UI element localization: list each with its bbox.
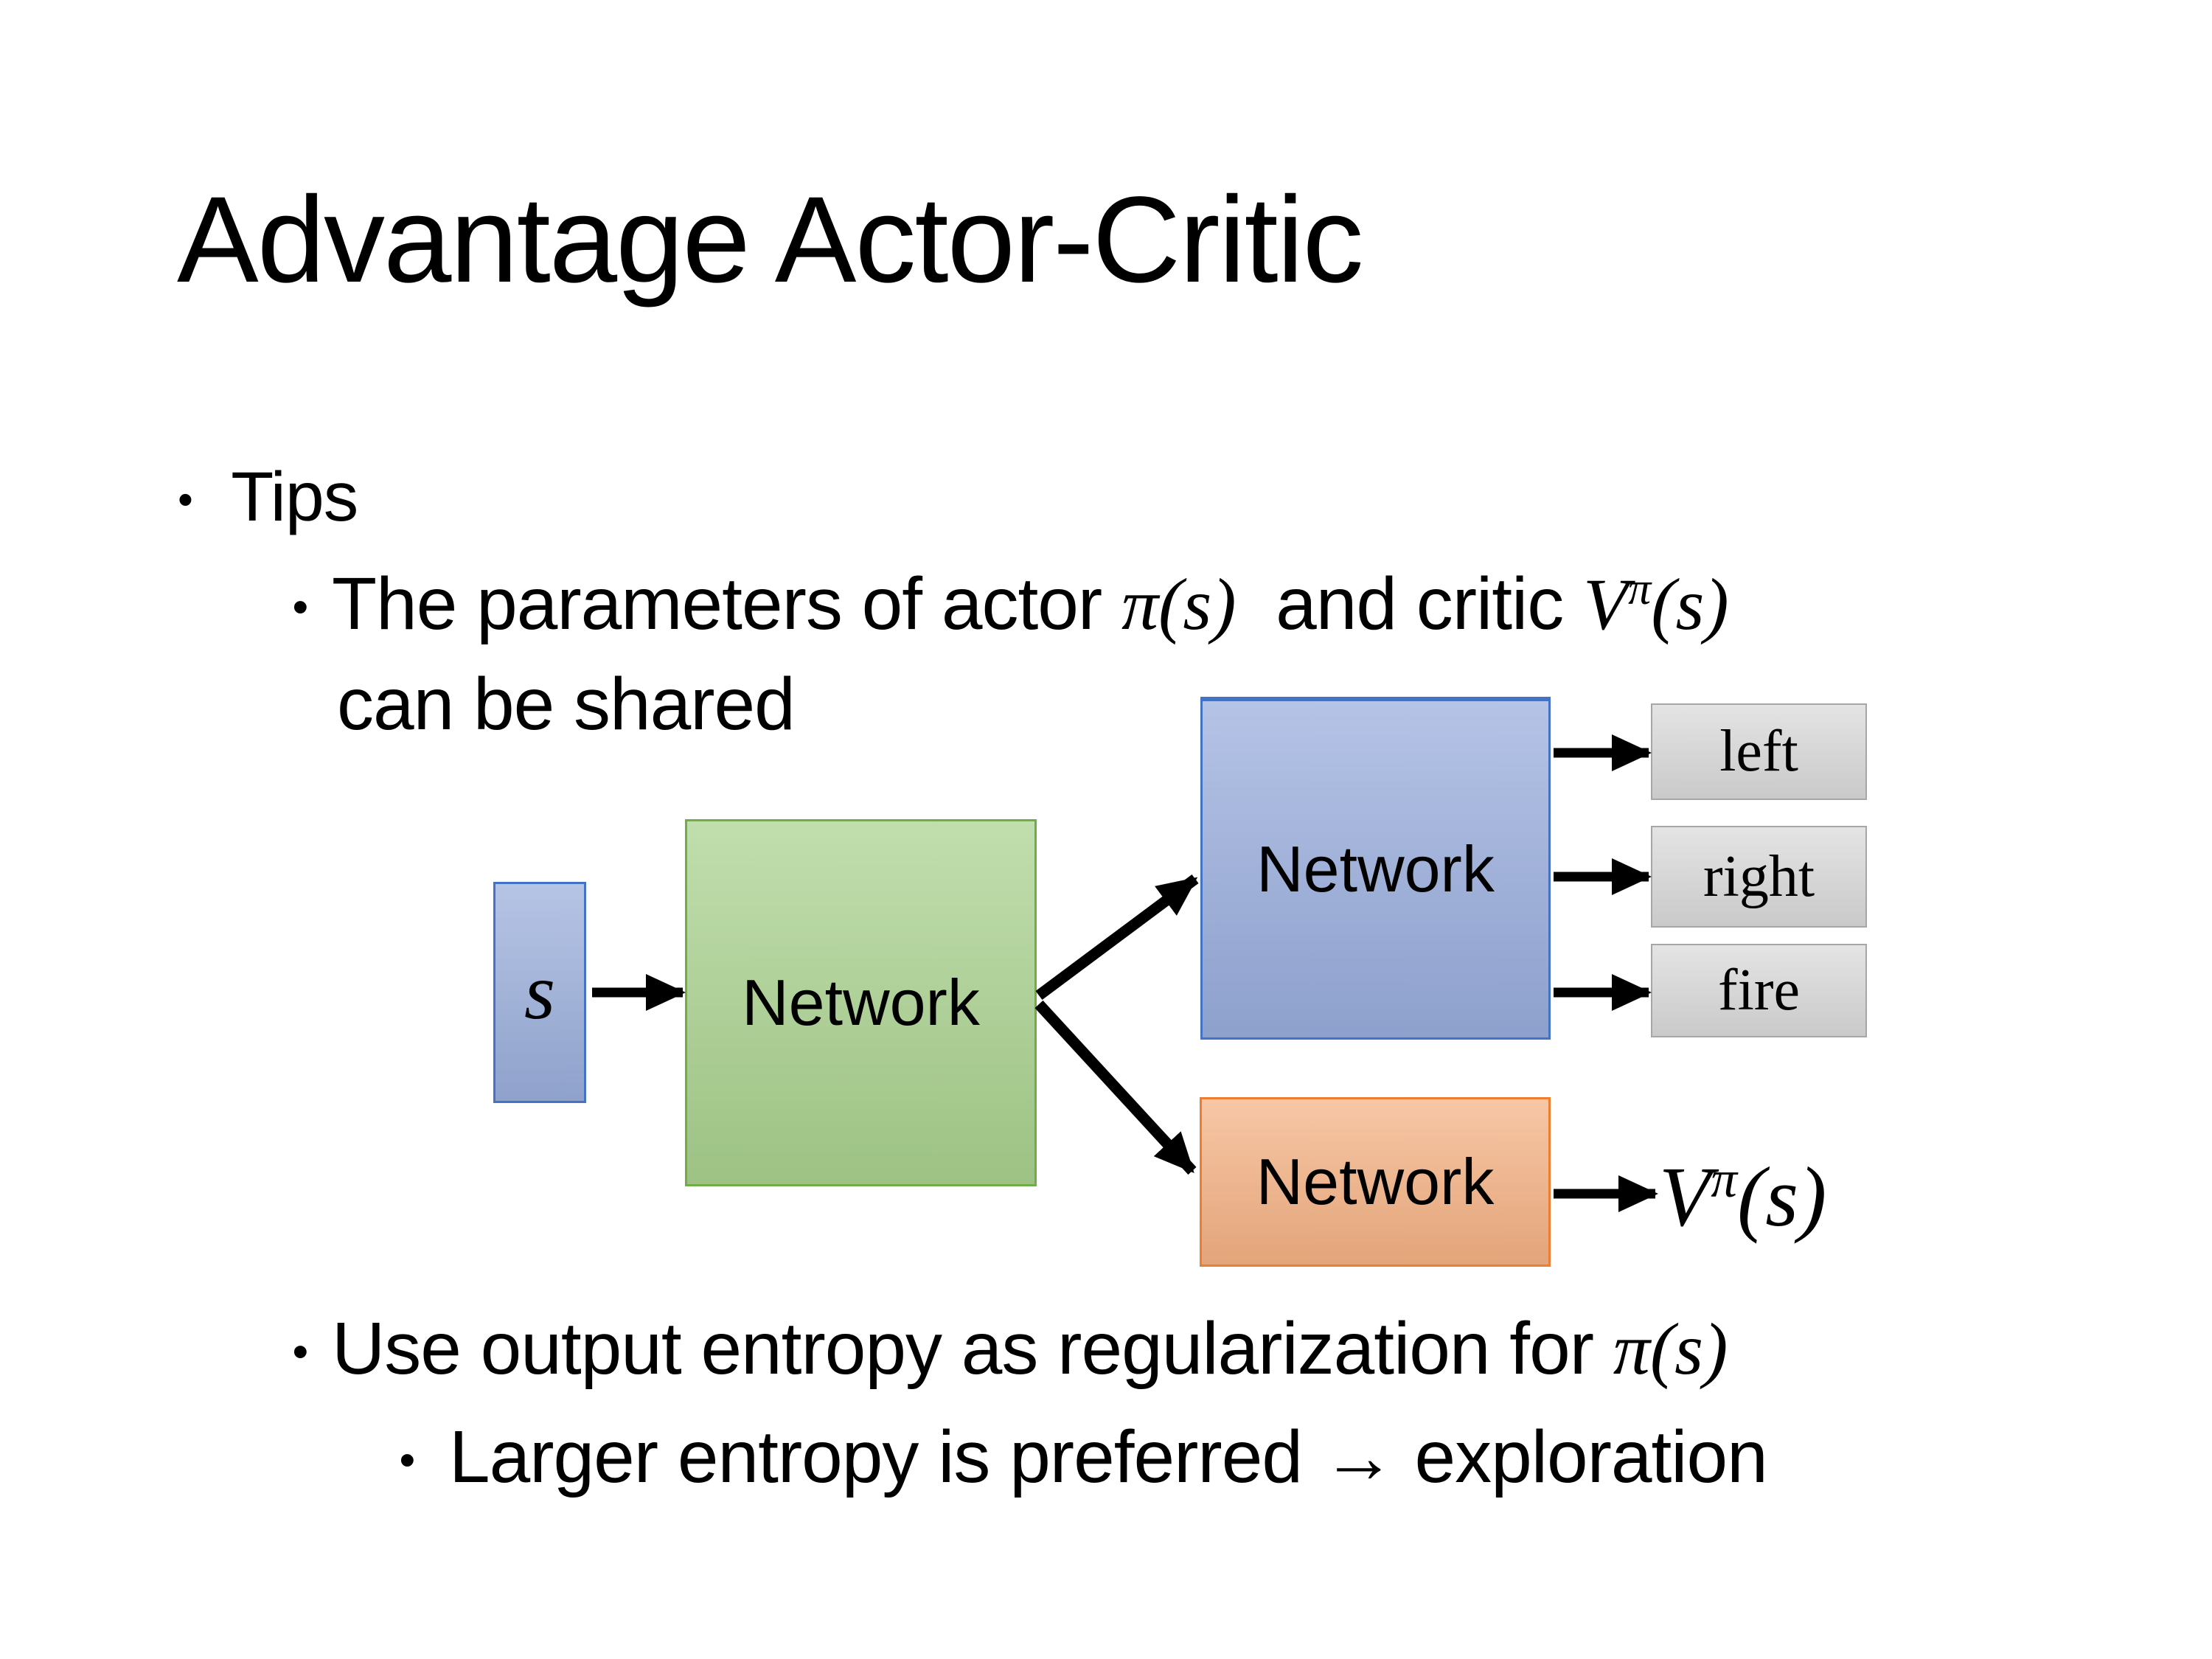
- exploration-text: Larger entropy is preferred → exploratio…: [449, 1416, 1768, 1498]
- shared-parameters-text: The parameters of actor π(s) and critic …: [332, 563, 1729, 645]
- action-label-left: left: [1719, 719, 1798, 784]
- action-box-fire: fire: [1651, 944, 1867, 1037]
- shared-network-box: Network: [685, 819, 1037, 1186]
- entropy-regularization-text: Use output entropy as regularization for…: [332, 1307, 1728, 1390]
- actor-network-box: Network: [1200, 697, 1551, 1040]
- state-input-box: s: [493, 882, 586, 1103]
- page-title: Advantage Actor-Critic: [177, 172, 1363, 308]
- bullet-dot: •: [178, 475, 193, 524]
- action-label-right: right: [1703, 844, 1815, 909]
- action-label-fire: fire: [1717, 958, 1800, 1023]
- critic-value-output: Vπ(s): [1659, 1150, 1827, 1244]
- action-box-left: left: [1651, 703, 1867, 800]
- bullet-dot: •: [292, 580, 308, 633]
- bullet-entropy-regularization: • Use output entropy as regularization fo…: [288, 1307, 1728, 1391]
- arrow-shared-to-critic: [1034, 1000, 1197, 1175]
- tips-label: Tips: [231, 458, 358, 536]
- bullet-exploration: • Larger entropy is preferred → explorati…: [394, 1415, 1767, 1500]
- arrow-shared-to-actor: [1035, 874, 1199, 1001]
- actor-network-label: Network: [1256, 832, 1495, 905]
- action-box-right: right: [1651, 826, 1867, 928]
- bullet-dot: •: [399, 1433, 415, 1486]
- critic-network-box: Network: [1200, 1097, 1551, 1267]
- critic-network-label: Network: [1256, 1145, 1495, 1218]
- state-label: s: [524, 948, 556, 1036]
- bullet-dot: •: [292, 1325, 308, 1377]
- bullet-shared-parameters: • The parameters of actor π(s) and critic…: [288, 562, 1729, 647]
- bullet-shared-parameters-cont: can be shared: [337, 663, 796, 745]
- bullet-tips: • Tips: [173, 457, 358, 538]
- shared-network-label: Network: [742, 966, 980, 1039]
